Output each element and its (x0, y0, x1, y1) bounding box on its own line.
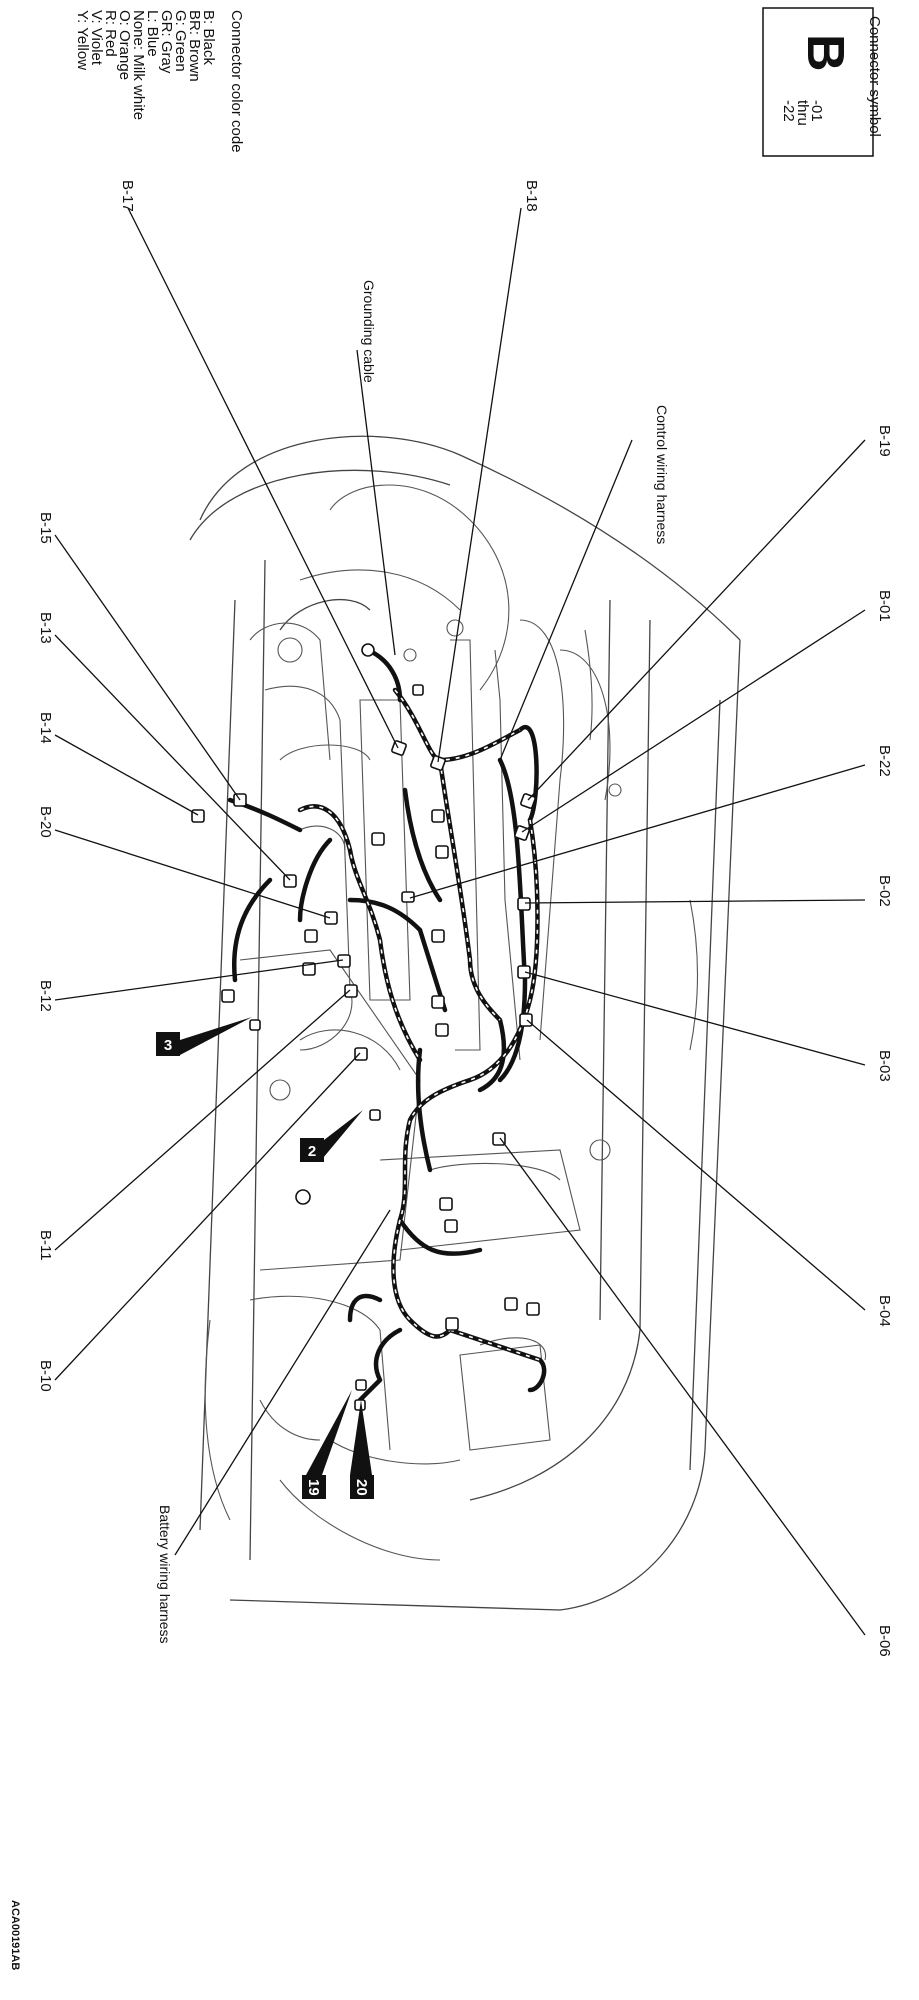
connector-labels: B-17 B-18 B-19 B-01 B-22 B-02 B-03 B-04 … (37, 180, 893, 1657)
control-wiring-harness-label: Control wiring harness (654, 405, 670, 544)
connector-unlabeled (435, 1023, 449, 1037)
vehicle-body-outline (189, 435, 741, 1611)
label-b19: B-19 (876, 425, 893, 457)
label-b06: B-06 (876, 1625, 893, 1657)
label-b13: B-13 (37, 612, 54, 644)
leader-lines (54, 207, 866, 1636)
reference-badges: 3 2 19 20 (156, 1017, 374, 1499)
badge-2-label: 2 (308, 1143, 316, 1160)
badge-20 (350, 1475, 374, 1499)
ground-terminal (295, 1189, 311, 1205)
connector-unlabeled (526, 1302, 540, 1316)
callout-labels: Grounding cable Control wiring harness B… (157, 280, 670, 1644)
color-code-entry: Y: Yellow (74, 10, 91, 70)
badge-19-label: 19 (305, 1479, 322, 1496)
connector-unlabeled (249, 1019, 261, 1031)
wiring-harness (227, 647, 547, 1403)
badge-19 (302, 1475, 326, 1499)
connector-unlabeled (444, 1219, 458, 1233)
connector-unlabeled (435, 845, 449, 859)
color-code-entry: BR: Brown (186, 10, 203, 82)
connector-b10 (354, 1047, 368, 1061)
connector-unlabeled (221, 989, 235, 1003)
label-b12: B-12 (37, 980, 54, 1012)
connector-b02 (517, 897, 531, 911)
connector-unlabeled (302, 962, 316, 976)
connector-unlabeled (431, 809, 445, 823)
symbol-range-from: -01 (808, 100, 825, 122)
label-b04: B-04 (876, 1295, 893, 1327)
badge-3 (156, 1032, 180, 1056)
connector-b13 (283, 874, 297, 888)
label-b11: B-11 (37, 1230, 54, 1261)
color-code-title-line: Connector color code (228, 10, 245, 153)
color-code-title: Connector color code (228, 10, 245, 153)
color-code-entry: GR: Gray (158, 10, 175, 74)
color-code-entry: V: Violet (88, 10, 105, 66)
battery-wiring-harness-text: Battery wiring harness (157, 1505, 173, 1644)
control-wiring-harness-text: Control wiring harness (654, 405, 670, 544)
connector-b17 (391, 740, 407, 756)
label-b22: B-22 (876, 745, 893, 777)
connector-b06 (492, 1132, 506, 1146)
color-code-entry: R: Red (102, 10, 119, 57)
figure-id: ACA00191AB (9, 1900, 21, 1970)
connector-unlabeled (355, 1379, 367, 1391)
color-code-entry: L: Blue (144, 10, 161, 57)
connector-unlabeled (431, 995, 445, 1009)
label-b03: B-03 (876, 1050, 893, 1082)
color-code-entry: B: Black (200, 10, 217, 66)
label-b01: B-01 (876, 590, 893, 622)
label-b15: B-15 (37, 512, 54, 544)
label-b10: B-10 (37, 1360, 54, 1392)
symbol-range-word: thru (794, 100, 811, 126)
connector-b19 (520, 793, 536, 809)
connector-unlabeled (371, 832, 385, 846)
connector-unlabeled (412, 684, 424, 696)
label-b20: B-20 (37, 806, 54, 838)
connector-unlabeled (369, 1109, 381, 1121)
label-b02: B-02 (876, 875, 893, 907)
badge-3-label: 3 (164, 1037, 172, 1054)
color-code-legend: Connector color code B: Black BR: Brown … (74, 10, 245, 153)
connector-unlabeled (304, 929, 318, 943)
connector-unlabeled (439, 1197, 453, 1211)
connector-b18 (430, 755, 446, 771)
label-b18: B-18 (523, 180, 540, 212)
connector-b14 (191, 809, 205, 823)
connector-bodies (191, 643, 540, 1411)
symbol-range-to: -22 (780, 100, 797, 122)
color-code-entry: G: Green (172, 10, 189, 72)
connector-b20 (324, 911, 338, 925)
connector-unlabeled (504, 1297, 518, 1311)
badge-2 (300, 1138, 324, 1162)
symbol-letter: B (796, 34, 854, 72)
symbol-title: Connector symbol (866, 16, 883, 137)
connector-b04 (519, 1013, 533, 1027)
label-b14: B-14 (37, 712, 54, 744)
connector-unlabeled (445, 1317, 459, 1331)
color-code-entry: None: Milk white (130, 10, 147, 120)
connector-unlabeled (431, 929, 445, 943)
grounding-cable-text: Grounding cable (361, 280, 377, 383)
label-b17: B-17 (119, 180, 136, 212)
color-code-entry: O: Orange (116, 10, 133, 80)
connector-b03 (517, 965, 531, 979)
battery-wiring-harness-label: Battery wiring harness (157, 1505, 173, 1644)
grounding-cable-label: Grounding cable (361, 280, 377, 383)
badge-20-label: 20 (353, 1479, 370, 1496)
ground-terminal (361, 643, 375, 657)
connector-b11 (344, 984, 358, 998)
connector-symbol-box: Connector symbol B -01 thru -22 (762, 7, 883, 157)
